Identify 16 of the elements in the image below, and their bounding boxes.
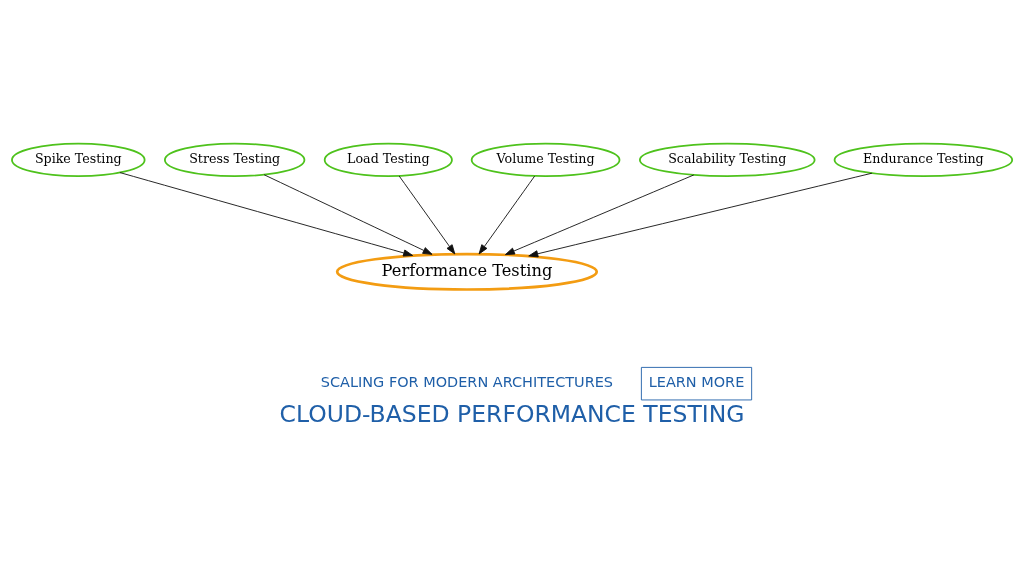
node-ellipse: Performance Testing bbox=[335, 252, 599, 291]
arrow bbox=[119, 171, 414, 256]
arrow bbox=[504, 174, 695, 255]
arrow bbox=[263, 173, 433, 255]
arrow bbox=[478, 175, 536, 254]
node-ellipse: Volume Testing bbox=[470, 142, 621, 177]
node-ellipse: Load Testing bbox=[323, 142, 453, 177]
node-ellipse: Spike Testing bbox=[11, 142, 146, 177]
diagram-title: CLOUD-BASED PERFORMANCE TESTING bbox=[279, 399, 745, 428]
node-ellipse: Stress Testing bbox=[164, 142, 306, 177]
label: LEARN MORE bbox=[648, 373, 745, 390]
arrow bbox=[528, 172, 873, 257]
node-ellipse: Scalability Testing bbox=[638, 142, 816, 177]
arrow bbox=[398, 175, 456, 254]
node-ellipse: Endurance Testing bbox=[833, 142, 1014, 177]
label: SCALING FOR MODERN ARCHITECTURES bbox=[320, 373, 614, 390]
